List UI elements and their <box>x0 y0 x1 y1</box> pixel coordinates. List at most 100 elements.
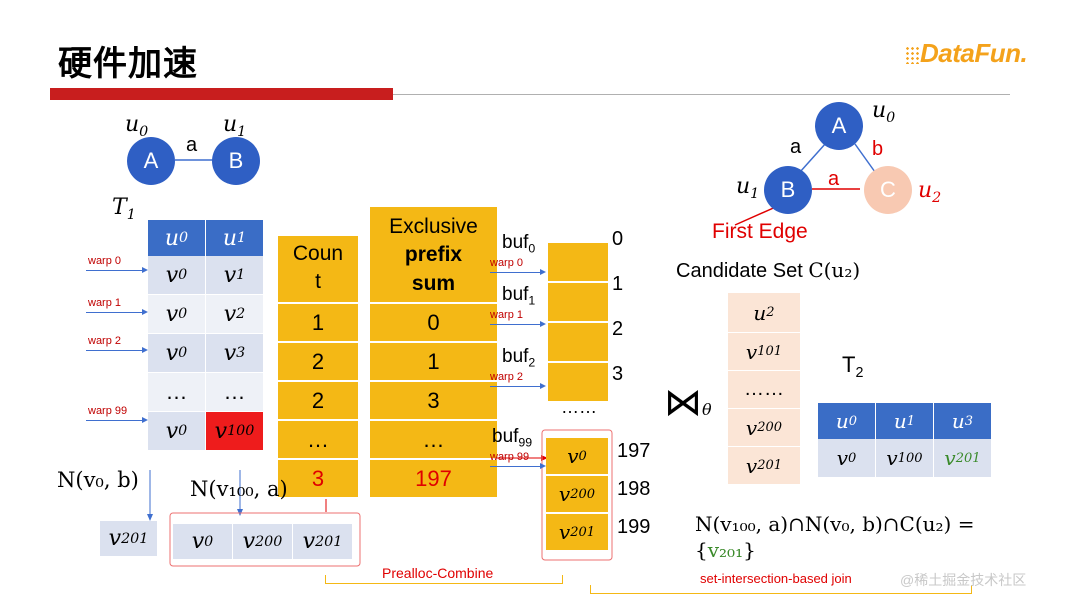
label-u1-left: u1 <box>223 112 247 140</box>
buffer-warp-arrow <box>490 321 546 327</box>
t1-cell: … <box>148 373 206 412</box>
cell-text: v <box>214 418 228 444</box>
cell-subscript: 3 <box>236 345 246 361</box>
t1-warp-arrow <box>86 347 148 353</box>
cell-subscript: 2 <box>766 305 775 320</box>
cell-subscript: 0 <box>178 423 188 439</box>
cell-subscript: 0 <box>178 267 188 283</box>
neighbor-label-v0-b: N(v₀, b) <box>57 468 139 492</box>
node-c-right: C <box>864 166 912 214</box>
cell-text: v <box>165 340 179 366</box>
cell-text: v <box>567 444 579 468</box>
buffer-warp-arrow <box>490 463 546 469</box>
cell-text: buf <box>502 284 529 305</box>
label-u0-left: u0 <box>125 112 149 140</box>
buffer-warp-label: warp 0 <box>490 257 524 269</box>
cell-text: v <box>836 446 849 470</box>
buffer-result-index: 198 <box>617 478 651 500</box>
header-divider <box>393 94 1010 95</box>
cell-text: v <box>191 529 205 554</box>
formula-line2: {v₂₀₁} <box>695 538 756 562</box>
buffer-warp-arrow <box>490 383 546 389</box>
buffer-cell <box>548 323 608 363</box>
cell-subscript: 200 <box>757 420 783 435</box>
buffer-top-cells <box>548 243 608 403</box>
title-underline-bar <box>50 88 393 100</box>
t1-warp-arrow <box>86 267 148 273</box>
cell-subscript: 1 <box>237 230 247 246</box>
cell-text: v <box>165 418 179 444</box>
cell-text: v <box>165 301 179 327</box>
edge-label-ac: b <box>872 138 884 160</box>
cell-text: v <box>944 446 956 470</box>
buffer-warp-arrow <box>490 269 546 275</box>
cell-subscript: 1 <box>236 267 246 283</box>
neighbor-box-outline <box>169 512 361 567</box>
watermark: @稀土掘金技术社区 <box>900 572 1027 588</box>
formula-line1: N(v₁₀₀, a)∩N(v₀, b)∩C(u₂) = <box>695 512 975 536</box>
buffer-index: 2 <box>612 318 624 340</box>
edge-label-bc: a <box>828 168 840 190</box>
cell-subscript: 0 <box>848 413 858 429</box>
edge-right-ab <box>799 142 827 173</box>
buffer-label: buf99 <box>492 426 532 449</box>
cell-text: … <box>223 379 246 404</box>
t2-label: T2 <box>842 352 864 381</box>
count-cell: 3 <box>278 460 358 499</box>
cell-subscript: 1 <box>528 293 536 308</box>
t1-warp-label: warp 2 <box>88 335 122 347</box>
cell-subscript: 0 <box>578 448 587 464</box>
candidate-cell: …… <box>728 371 800 409</box>
prealloc-bracket <box>325 575 563 584</box>
cell-text: buf <box>502 346 529 367</box>
cell-text: v <box>745 339 758 364</box>
t1-warp-arrow <box>86 309 148 315</box>
nb-arrowhead-left <box>147 514 153 521</box>
join-symbol: ⋈θ <box>664 382 712 424</box>
cell-text: buf <box>502 232 529 253</box>
count-cell: 2 <box>278 382 358 421</box>
cell-subscript: 1 <box>906 413 916 429</box>
count-cell: 1 <box>278 304 358 343</box>
buffer-label: buf1 <box>502 284 535 307</box>
cell-text: v <box>165 262 179 288</box>
cell-text: u <box>222 225 238 251</box>
cell-text: v <box>745 453 758 478</box>
buffer-cell <box>548 243 608 283</box>
logo-text: DataFun. <box>920 38 1028 68</box>
t1-cell: … <box>206 373 264 412</box>
label-u0-right: u0 <box>872 98 896 126</box>
label-u2-right: u2 <box>918 178 942 206</box>
cell-subscript: 100 <box>227 423 255 439</box>
logo-dots-icon <box>905 46 919 65</box>
t1-row: …… <box>148 373 264 412</box>
cell-subscript: 100 <box>897 450 923 466</box>
cell-subscript: 201 <box>570 524 596 540</box>
cell-subscript: 0 <box>528 241 536 256</box>
buffer-result-index: 197 <box>617 440 651 462</box>
cell-subscript: 0 <box>848 450 857 466</box>
